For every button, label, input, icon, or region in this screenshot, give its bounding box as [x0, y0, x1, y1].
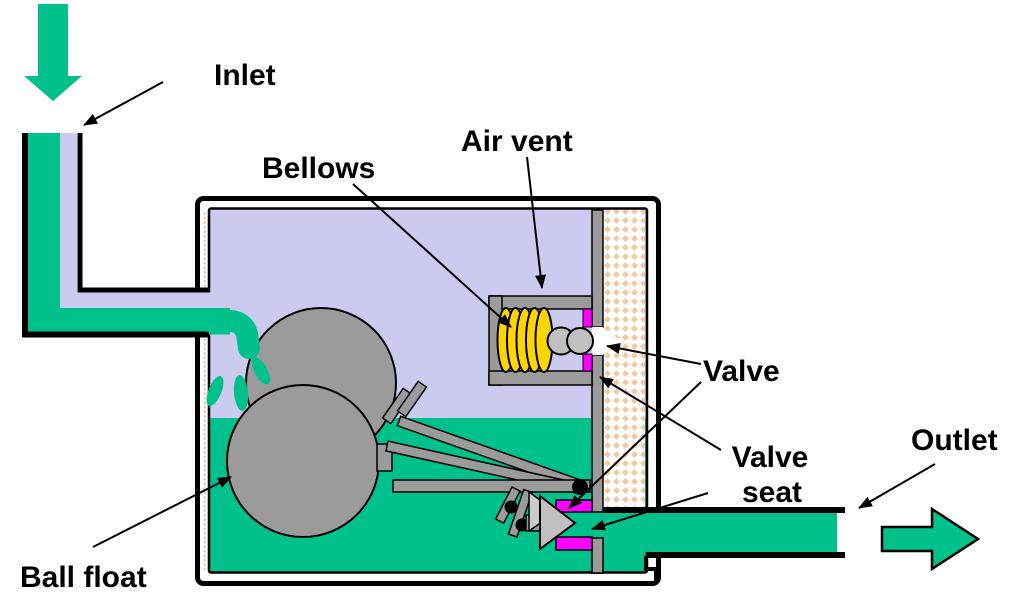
inlet-leader-line [83, 81, 164, 126]
valve-plug [539, 493, 577, 551]
bellows-frame-bottom [488, 370, 593, 386]
inlet-pipe [22, 133, 271, 411]
inlet-flow-arrow [24, 4, 82, 101]
float-lever-mechanism [376, 380, 591, 538]
outlet-pipe-bottom-wall [646, 552, 845, 558]
outlet-leader-line [858, 463, 936, 509]
water-droplet [251, 357, 271, 385]
inlet-waterfall [198, 310, 260, 359]
bellows-leader-line [352, 183, 512, 328]
air-vent-label: Air vent [461, 125, 573, 158]
air-vent-seat-top [582, 308, 593, 328]
air-vent-passage [592, 327, 603, 355]
valve-seat-upper [555, 499, 593, 513]
water-droplet [206, 375, 224, 407]
outlet-label: Outlet [911, 424, 998, 457]
lever-pivot [572, 479, 588, 495]
air-vent-valve-ball [566, 327, 594, 355]
ball-float-label: Ball float [20, 561, 147, 594]
lever-base-bar [392, 479, 591, 493]
ball-float-leader-line [92, 476, 232, 548]
link-pin-a [504, 500, 518, 514]
air-vent-seat-bottom [582, 353, 593, 372]
tank-step-bottom-right [644, 556, 658, 580]
outlet-flow-arrow [880, 506, 981, 572]
valve-seat-leader-line-2 [591, 492, 709, 531]
valve-seat-leader-line-1 [599, 376, 722, 451]
bellows-element [496, 307, 554, 373]
valve-seat-lower [555, 536, 593, 551]
inlet-pipe-outer-wall [22, 133, 209, 338]
valve-leader-line-2 [568, 381, 702, 509]
air-vent-leader-line [526, 156, 546, 289]
valve-link-b [507, 488, 534, 538]
inlet-label: Inlet [214, 59, 276, 92]
valve-leader-line-1 [606, 343, 702, 365]
left-wall-strainer-strip [203, 210, 209, 572]
bellows-air-vent [488, 295, 594, 386]
valve-label: Valve [703, 355, 780, 388]
ball-float-lowered [226, 384, 380, 538]
valve-body-wall-bottom2 [591, 537, 604, 574]
inlet-pipe-inner-wall [77, 133, 209, 293]
outlet-pipe-top-wall [603, 507, 845, 513]
bellows-frame-top [488, 295, 593, 310]
outlet-flow [592, 513, 837, 552]
valve-body-wall-top [591, 209, 604, 328]
water-droplet [233, 375, 249, 411]
valve-seat-label-line1: Valve [732, 441, 809, 474]
valve-seat-label-line2: seat [742, 476, 802, 509]
strainer-screen [603, 210, 645, 508]
bellows-label: Bellows [262, 152, 375, 185]
